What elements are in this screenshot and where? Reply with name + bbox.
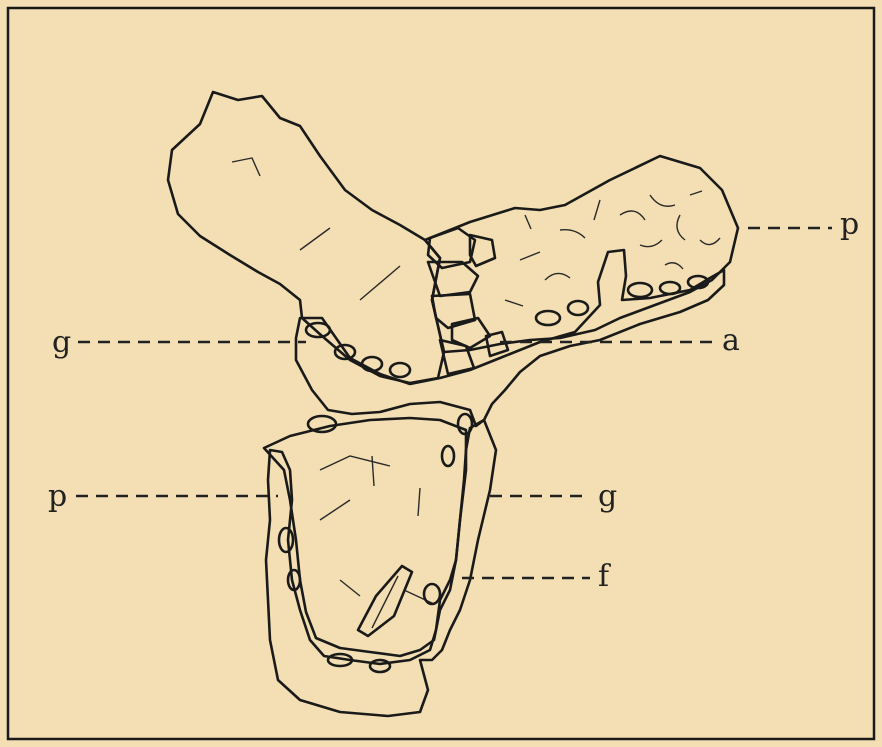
texture-stroke — [677, 215, 685, 240]
label-f-right: f — [598, 559, 611, 594]
texture-stroke — [520, 252, 540, 260]
texture-stroke — [700, 238, 720, 245]
texture-stroke — [665, 263, 683, 269]
label-a-right: a — [722, 323, 740, 358]
texture-stroke — [640, 240, 662, 247]
crack-line — [232, 158, 260, 176]
crack-line — [340, 580, 360, 596]
texture-stroke — [620, 211, 645, 220]
figure-frame — [8, 8, 874, 739]
label-p-top-right: p — [840, 207, 859, 242]
upper-left-fragment — [168, 92, 444, 383]
label-g-right: g — [598, 479, 617, 514]
texture-stroke — [545, 273, 570, 280]
label-p-left: p — [48, 479, 67, 514]
label-g-left: g — [52, 325, 71, 360]
central-blocks — [428, 228, 508, 374]
crack-line — [300, 228, 330, 250]
crack-line — [360, 266, 400, 300]
texture-stroke — [594, 200, 600, 220]
crack-line — [372, 456, 374, 486]
crack-line — [320, 500, 350, 520]
texture-stroke — [650, 195, 675, 206]
texture-stroke — [505, 300, 523, 306]
stippled-groundmass-upper — [296, 250, 724, 426]
texture-stroke — [560, 230, 585, 238]
texture-stroke — [690, 191, 702, 195]
texture-stroke — [525, 215, 531, 229]
crack-line — [418, 488, 420, 516]
lower-fragment — [264, 418, 466, 656]
crack-line — [404, 590, 434, 604]
crack-line — [320, 456, 390, 470]
